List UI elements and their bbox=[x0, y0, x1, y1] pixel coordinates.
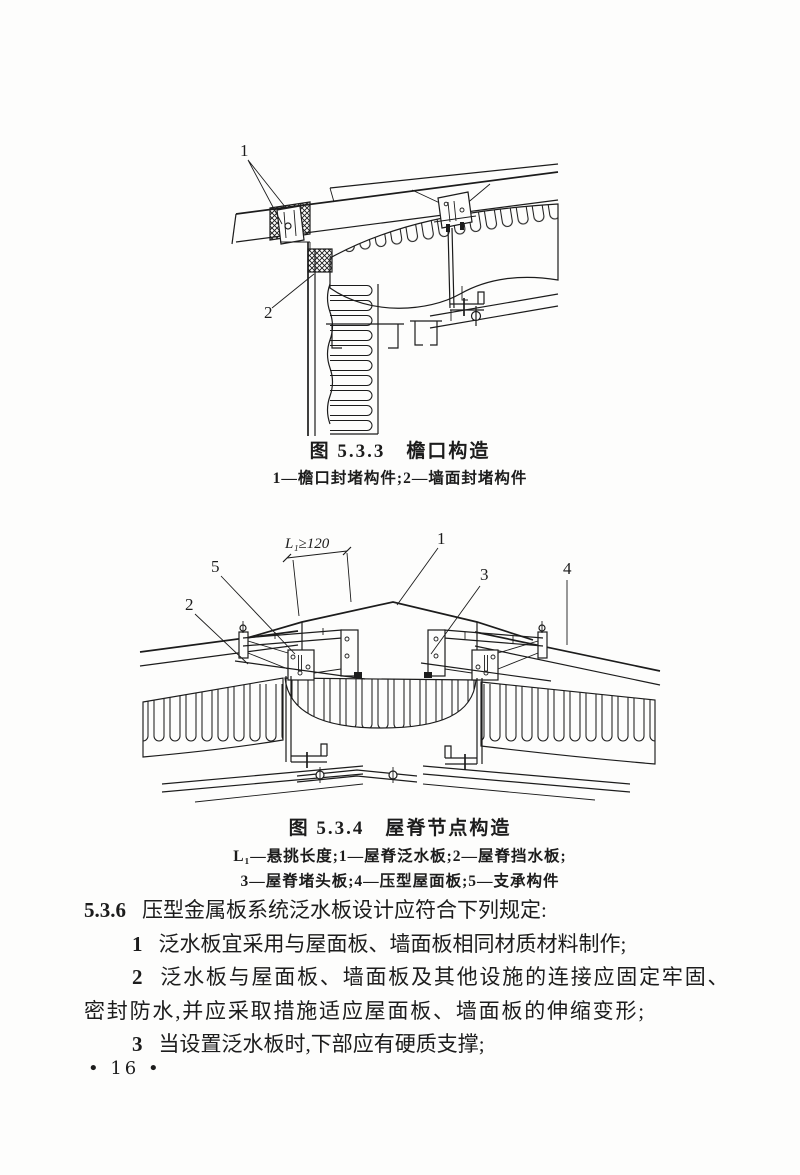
wall-panel-sheets bbox=[307, 242, 316, 436]
clause-5-3-6: 5.3.6 压型金属板系统泛水板设计应符合下列规定: bbox=[84, 894, 732, 928]
figure2-legend-line2: 3—屋脊堵头板;4—压型屋面板;5—支承构件 bbox=[240, 873, 560, 890]
callout-5-leader bbox=[220, 575, 296, 655]
item2-number: 2 bbox=[132, 965, 145, 989]
eave-drawing-svg: 1 2 bbox=[231, 141, 559, 436]
item3-number: 3 bbox=[132, 1032, 143, 1056]
purlin-channels bbox=[326, 320, 442, 349]
figure-ridge-drawing: L₁≥120 1 5 2 3 4 bbox=[135, 512, 665, 812]
callout-1: 1 bbox=[240, 141, 249, 160]
dimension-label: L₁≥120 bbox=[284, 536, 330, 552]
roof-panels bbox=[139, 630, 661, 686]
item1-number: 1 bbox=[132, 931, 143, 956]
figure1-caption: 图 5.3.3 檐口构造 bbox=[309, 441, 491, 462]
callout-3-leader bbox=[430, 585, 481, 655]
item2-text-line1: 泛水板与屋面板、墙面板及其他设施的连接应固定牢固、 bbox=[160, 965, 731, 989]
figure1-legend: 1—檐口封堵构件;2—墙面封堵构件 bbox=[272, 470, 528, 487]
figure-eave-drawing: 1 2 bbox=[222, 118, 562, 440]
clause-item-1: 1 泛水板宜采用与屋面板、墙面板相同材质材料制作; bbox=[84, 928, 732, 962]
lower-rail bbox=[429, 286, 559, 329]
wall-insulation bbox=[326, 283, 379, 435]
item1-text: 泛水板宜采用与屋面板、墙面板相同材质材料制作; bbox=[158, 931, 627, 956]
callout-3: 3 bbox=[480, 565, 489, 584]
callout-2-leader bbox=[194, 613, 249, 665]
clause-item-3: 3 当设置泛水板时,下部应有硬质支撑; bbox=[84, 1028, 732, 1062]
bottom-liner-panels bbox=[161, 765, 631, 803]
callout-1-leaders bbox=[247, 159, 287, 225]
eave-bracket bbox=[276, 205, 311, 249]
callout-1-leader bbox=[396, 547, 439, 606]
callout-5: 5 bbox=[211, 557, 220, 576]
callout-4: 4 bbox=[563, 559, 572, 578]
eave-roof-insulation bbox=[329, 203, 559, 309]
roof-hanger-bracket bbox=[433, 191, 477, 232]
figure2-caption: 图 5.3.4 屋脊节点构造 bbox=[288, 818, 512, 839]
ridge-bracket-right bbox=[420, 621, 552, 682]
clause-text: 压型金属板系统泛水板设计应符合下列规定: bbox=[142, 898, 547, 922]
callout-2: 2 bbox=[185, 595, 194, 614]
ridge-drawing-svg: L₁≥120 1 5 2 3 4 bbox=[139, 529, 661, 803]
figure2-legend-line1: L₁—悬挑长度;1—屋脊泛水板;2—屋脊挡水板; bbox=[233, 848, 567, 865]
clause-text-block: 5.3.6 压型金属板系统泛水板设计应符合下列规定: 1 泛水板宜采用与屋面板、墙面… bbox=[84, 894, 732, 1062]
clause-item-2-line2: 密封防水,并应采取措施适应屋面板、墙面板的伸缩变形; bbox=[84, 995, 732, 1029]
clause-number: 5.3.6 bbox=[84, 898, 126, 922]
ridge-insulation bbox=[142, 677, 656, 765]
item2-text-line2: 密封防水,并应采取措施适应屋面板、墙面板的伸缩变形; bbox=[84, 998, 646, 1023]
callout-2: 2 bbox=[264, 303, 273, 322]
ridge-posts bbox=[285, 676, 483, 770]
dimension-l1: L₁≥120 bbox=[282, 536, 352, 617]
clause-item-2-line1: 2 泛水板与屋面板、墙面板及其他设施的连接应固定牢固、 bbox=[84, 961, 732, 995]
vertical-support bbox=[447, 227, 485, 321]
page-number: • 16 • bbox=[88, 1058, 162, 1079]
wall-sealing-block bbox=[307, 248, 333, 273]
callout-1: 1 bbox=[437, 529, 446, 548]
callout-2-leader bbox=[271, 273, 315, 309]
item3-text: 当设置泛水板时,下部应有硬质支撑; bbox=[158, 1032, 485, 1056]
